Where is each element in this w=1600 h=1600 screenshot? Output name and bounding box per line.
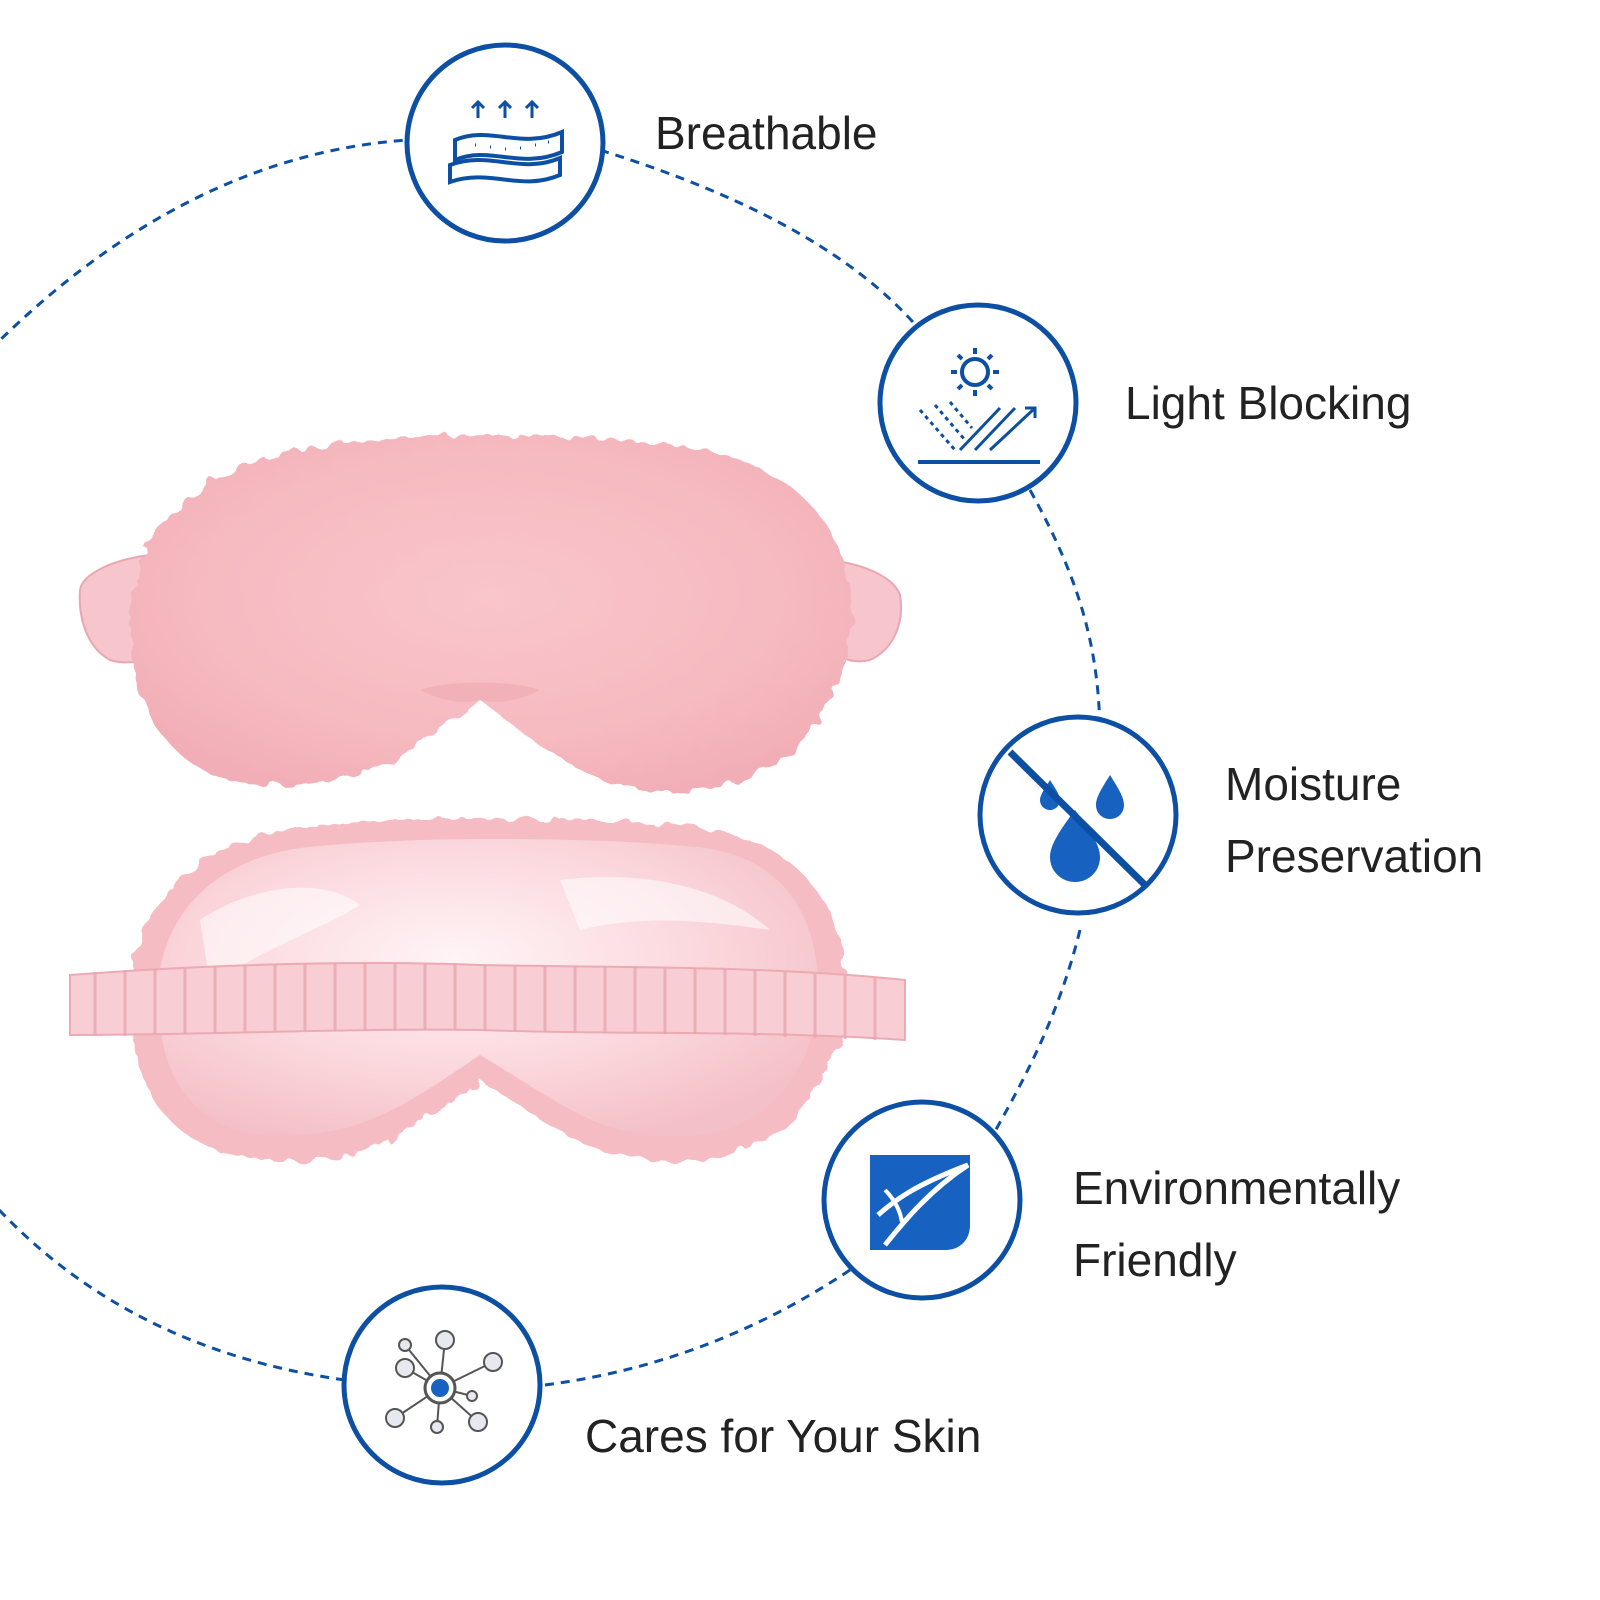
feature-text-line: Breathable — [655, 107, 878, 159]
back-mask-elastic-strap — [69, 962, 906, 1042]
back-mask-strap-ruffles — [93, 963, 877, 1040]
no-water-drop-icon — [977, 714, 1179, 916]
breathable-layers-icon — [404, 42, 606, 244]
feature-text-line: Preservation — [1225, 830, 1484, 882]
feature-text-line: Cares for Your Skin — [585, 1410, 982, 1462]
molecule-icon — [341, 1284, 543, 1486]
front-mask-nose-shade — [420, 682, 540, 702]
dashed-connector-arc — [0, 138, 1102, 1387]
satin-sleep-mask — [69, 818, 906, 1162]
feature-text-line: Environmentally — [1073, 1162, 1401, 1214]
feature-text-line: Moisture — [1225, 758, 1402, 810]
feature-text-line: Light Blocking — [1125, 377, 1412, 429]
feature-label-breathable: Breathable — [655, 97, 878, 169]
feature-label-skin: Cares for Your Skin — [585, 1400, 981, 1472]
sun-light-block-icon — [877, 302, 1079, 504]
feature-label-moisture: Moisture Preservation — [1225, 748, 1483, 892]
front-mask-body — [130, 435, 852, 792]
feature-label-eco: Environmentally Friendly — [1073, 1152, 1400, 1296]
fluffy-plush-sleep-mask — [78, 435, 902, 792]
feature-text-line: Friendly — [1073, 1234, 1237, 1286]
back-mask-satin-shine — [200, 877, 770, 985]
feature-label-light-blocking: Light Blocking — [1125, 367, 1411, 439]
eco-leaf-icon — [821, 1099, 1023, 1301]
